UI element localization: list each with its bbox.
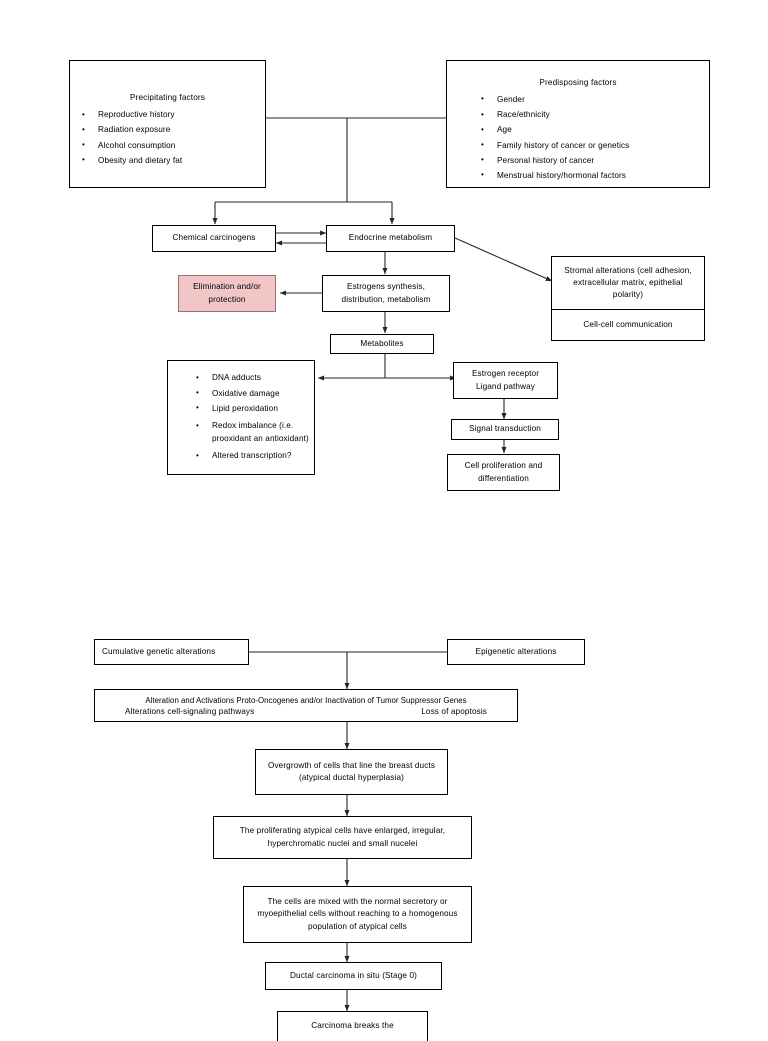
list-item: Oxidative damage xyxy=(190,389,310,405)
box-epigenetic-alterations: Epigenetic alterations xyxy=(447,639,585,665)
epigenetic-alterations-label: Epigenetic alterations xyxy=(475,646,557,656)
box-estrogens-synthesis: Estrogens synthesis, distribution, metab… xyxy=(322,275,450,312)
precipitating-factors-title: Precipitating factors xyxy=(129,93,206,103)
overgrowth-of-cells-label: Overgrowth of cells that line the breast… xyxy=(267,760,436,782)
box-ductal-carcinoma-in-situ: Ductal carcinoma in situ (Stage 0) xyxy=(265,962,442,990)
signal-transduction-label: Signal transduction xyxy=(469,424,541,434)
box-mixed-cells: The cells are mixed with the normal secr… xyxy=(243,886,472,943)
estrogens-synthesis-label: Estrogens synthesis, distribution, metab… xyxy=(341,282,431,304)
box-metabolites: Metabolites xyxy=(330,334,434,354)
box-dna-damage: DNA adducts Oxidative damage Lipid perox… xyxy=(167,360,315,475)
dna-damage-list: DNA adducts Oxidative damage Lipid perox… xyxy=(172,374,310,460)
estrogen-receptor-label: Estrogen receptor Ligand pathway xyxy=(471,369,540,391)
list-item: Obesity and dietary fat xyxy=(76,156,259,165)
box-cumulative-genetic-alterations: Cumulative genetic alterations xyxy=(94,639,249,665)
box-elimination-protection: Elimination and/or protection xyxy=(178,275,276,312)
box-predisposing-factors: Predisposing factors Gender Race/ethnici… xyxy=(446,60,710,188)
list-item: Race/ethnicity xyxy=(475,110,703,126)
alterations-cell-signaling-label: Alterations cell-signaling pathways xyxy=(125,707,255,717)
precipitating-factors-list: Reproductive history Radiation exposure … xyxy=(76,110,259,165)
box-chemical-carcinogens: Chemical carcinogens xyxy=(152,225,276,252)
endocrine-metabolism-label: Endocrine metabolism xyxy=(348,233,433,243)
list-item: Gender xyxy=(475,95,703,111)
box-carcinoma-breaks: Carcinoma breaks the xyxy=(277,1011,428,1041)
box-cell-proliferation: Cell proliferation and differentiation xyxy=(447,454,560,491)
list-item: Age xyxy=(475,126,703,141)
list-item: Redox imbalance (i.e. prooxidant an anti… xyxy=(190,419,310,452)
box-precipitating-factors: Precipitating factors Reproductive histo… xyxy=(69,60,266,188)
box-estrogen-receptor: Estrogen receptor Ligand pathway xyxy=(453,362,558,399)
box-signal-transduction: Signal transduction xyxy=(451,419,559,440)
ductal-carcinoma-in-situ-label: Ductal carcinoma in situ (Stage 0) xyxy=(290,970,417,980)
predisposing-factors-list: Gender Race/ethnicity Age Family history… xyxy=(453,95,703,180)
list-item: Lipid peroxidation xyxy=(190,404,310,420)
list-item: Personal history of cancer xyxy=(475,156,703,172)
cumulative-genetic-alterations-label: Cumulative genetic alterations xyxy=(102,646,216,656)
box-overgrowth-of-cells: Overgrowth of cells that line the breast… xyxy=(255,749,448,795)
list-item: Family history of cancer or genetics xyxy=(475,141,703,157)
list-item: Alcohol consumption xyxy=(76,141,259,157)
alteration-activations-line2: Alterations cell-signaling pathways Loss… xyxy=(99,707,513,716)
list-item: Altered transcription? xyxy=(190,452,310,460)
chemical-carcinogens-label: Chemical carcinogens xyxy=(172,233,256,243)
box-proliferating-atypical-cells: The proliferating atypical cells have en… xyxy=(213,816,472,859)
alteration-activations-line1: Alteration and Activations Proto-Oncogen… xyxy=(145,695,467,705)
box-endocrine-metabolism: Endocrine metabolism xyxy=(326,225,455,252)
cell-cell-communication-label: Cell-cell communication xyxy=(583,319,673,329)
box-stromal-alterations: Stromal alterations (cell adhesion, extr… xyxy=(551,256,705,341)
cell-proliferation-label: Cell proliferation and differentiation xyxy=(464,461,543,483)
carcinoma-breaks-label: Carcinoma breaks the xyxy=(311,1021,394,1030)
box-alteration-activations: Alteration and Activations Proto-Oncogen… xyxy=(94,689,518,722)
metabolites-label: Metabolites xyxy=(360,338,404,348)
list-item: Radiation exposure xyxy=(76,126,259,141)
predisposing-factors-title: Predisposing factors xyxy=(539,77,617,87)
connector-endocrine-to-stromal xyxy=(454,237,553,282)
elimination-protection-label: Elimination and/or protection xyxy=(193,282,261,304)
list-item: Menstrual history/hormonal factors xyxy=(475,171,703,180)
stromal-alterations-label: Stromal alterations (cell adhesion, extr… xyxy=(552,257,704,311)
proliferating-atypical-cells-label: The proliferating atypical cells have en… xyxy=(239,826,446,848)
mixed-cells-label: The cells are mixed with the normal secr… xyxy=(257,897,458,931)
list-item: Reproductive history xyxy=(76,110,259,126)
loss-of-apoptosis-label: Loss of apoptosis xyxy=(421,707,487,717)
list-item: DNA adducts xyxy=(190,374,310,389)
